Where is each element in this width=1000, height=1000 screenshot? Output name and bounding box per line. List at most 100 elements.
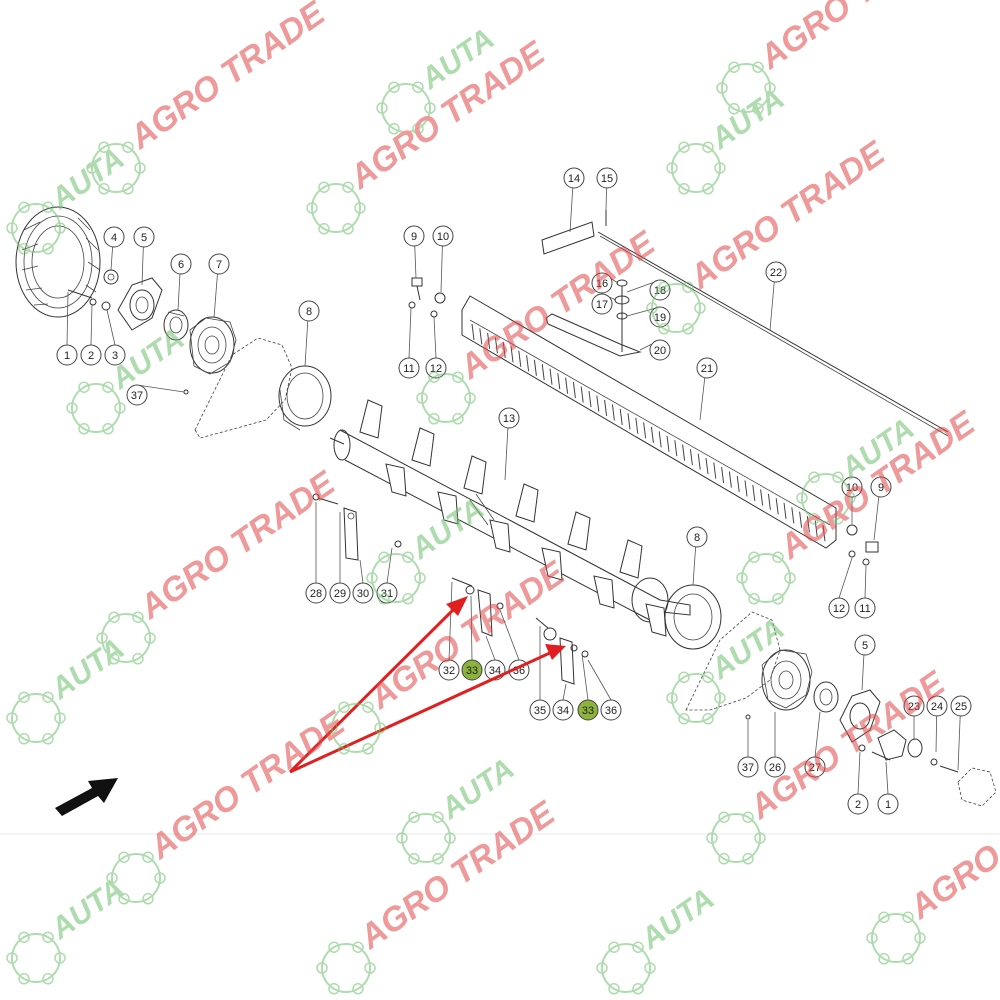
- watermark-text: AUTA: [434, 752, 520, 826]
- watermark-text: AUTA: [704, 82, 790, 156]
- knife-tooth: [650, 426, 654, 443]
- watermark-logo-icon: [366, 551, 426, 605]
- knife-tooth: [549, 368, 553, 385]
- callout-29: 29: [329, 582, 351, 604]
- callout-8: 8: [686, 526, 708, 548]
- callout-circle: [600, 699, 622, 721]
- callout-number: 7: [216, 259, 222, 271]
- rotor-tine: [463, 455, 487, 495]
- callout-number: 34: [489, 665, 501, 677]
- watermark-logo-icon: [736, 551, 796, 605]
- callout-circle: [403, 225, 425, 247]
- callout-2: 2: [847, 793, 869, 815]
- knife-tooth: [760, 489, 764, 506]
- callout-2: 2: [80, 344, 102, 366]
- callout-number: 15: [601, 173, 613, 185]
- callout-circle: [765, 261, 787, 283]
- callout-number: 20: [654, 345, 666, 357]
- highlight-arrows: [288, 596, 566, 774]
- leader-line: [885, 761, 889, 795]
- callout-number: 27: [809, 762, 821, 774]
- callout-6: 6: [170, 253, 192, 275]
- bearing-right: [813, 681, 839, 713]
- watermark-logo-icon: [596, 941, 656, 995]
- knife-tooth: [487, 332, 491, 350]
- watermark-text: AUTA: [44, 632, 130, 706]
- callout-number: 30: [357, 588, 369, 600]
- callout-number: 6: [178, 259, 184, 271]
- callout-circle: [804, 756, 826, 778]
- watermark-logo-icon: [716, 61, 776, 115]
- knife-tooth: [767, 493, 771, 510]
- watermark-logo-icon: [6, 931, 66, 985]
- callout-circle: [877, 793, 899, 815]
- hub-right: [877, 729, 997, 807]
- direction-arrow-icon: [55, 778, 118, 816]
- ring-right: [664, 584, 722, 650]
- rotor-tine: [619, 539, 643, 579]
- fasteners-right: [846, 524, 879, 566]
- knife-tooth: [791, 507, 795, 524]
- knife-tooth: [518, 350, 522, 367]
- watermark-logo-icon: [646, 281, 706, 335]
- callout-35: 35: [529, 699, 551, 721]
- callout-number: 37: [742, 762, 754, 774]
- leader-line: [587, 659, 612, 701]
- callout-1: 1: [877, 793, 899, 815]
- knife-tooth: [557, 373, 561, 390]
- leader-line: [814, 711, 821, 758]
- callout-22: 22: [765, 261, 787, 283]
- rotor-tine: [567, 511, 591, 551]
- flange-bearing-left: [117, 277, 163, 331]
- callout-17: 17: [591, 293, 613, 315]
- fasteners-top: [408, 277, 446, 318]
- callout-11: 11: [398, 357, 420, 379]
- callout-number: 22: [770, 267, 782, 279]
- knife-tooth: [627, 413, 631, 430]
- callout-number: 24: [931, 701, 943, 713]
- bearing-housing-left: [183, 316, 237, 395]
- rotor-tine: [541, 547, 563, 581]
- callout-number: 8: [306, 306, 312, 318]
- callout-circle: [298, 300, 320, 322]
- callout-number: 3: [112, 350, 118, 362]
- callout-26: 26: [764, 756, 786, 778]
- callout-circle: [80, 344, 102, 366]
- callout-5: 5: [854, 634, 876, 656]
- callout-21: 21: [696, 357, 718, 379]
- callout-circle: [208, 253, 230, 275]
- knife-tooth: [565, 377, 569, 394]
- watermark-text: AGRO TRADE: [902, 764, 1000, 928]
- callout-4: 4: [103, 226, 125, 248]
- callout-circle: [686, 526, 708, 548]
- watermark-text: AGRO TRADE: [362, 554, 573, 718]
- callout-circle: [926, 695, 948, 717]
- knife-tooth: [721, 466, 725, 484]
- knife-holder-group-left: [312, 493, 402, 561]
- rotor-tine: [437, 491, 459, 525]
- callout-circle: [133, 226, 155, 248]
- watermark-text: AUTA: [704, 612, 790, 686]
- knife-tooth: [479, 328, 483, 345]
- callout-27: 27: [804, 756, 826, 778]
- callout-15: 15: [596, 167, 618, 189]
- callout-1: 1: [56, 344, 78, 366]
- callout-number: 8: [694, 532, 700, 544]
- watermark-logo-icon: [666, 671, 726, 725]
- callout-9: 9: [870, 476, 892, 498]
- watermark-text: AUTA: [44, 872, 130, 946]
- callout-number: 12: [833, 603, 845, 615]
- knife-tooth: [494, 337, 498, 354]
- watermark-text: AGRO TRADE: [452, 224, 663, 388]
- watermark-logo-icon: [316, 941, 376, 995]
- callout-25: 25: [950, 695, 972, 717]
- knife-tooth: [658, 431, 662, 448]
- watermark-text: AUTA: [104, 322, 190, 396]
- callout-circle: [461, 659, 483, 681]
- callout-circle: [854, 597, 876, 619]
- callout-number: 28: [310, 588, 322, 600]
- callout-circle: [903, 695, 925, 717]
- callout-circle: [305, 582, 327, 604]
- callout-number: 32: [443, 665, 455, 677]
